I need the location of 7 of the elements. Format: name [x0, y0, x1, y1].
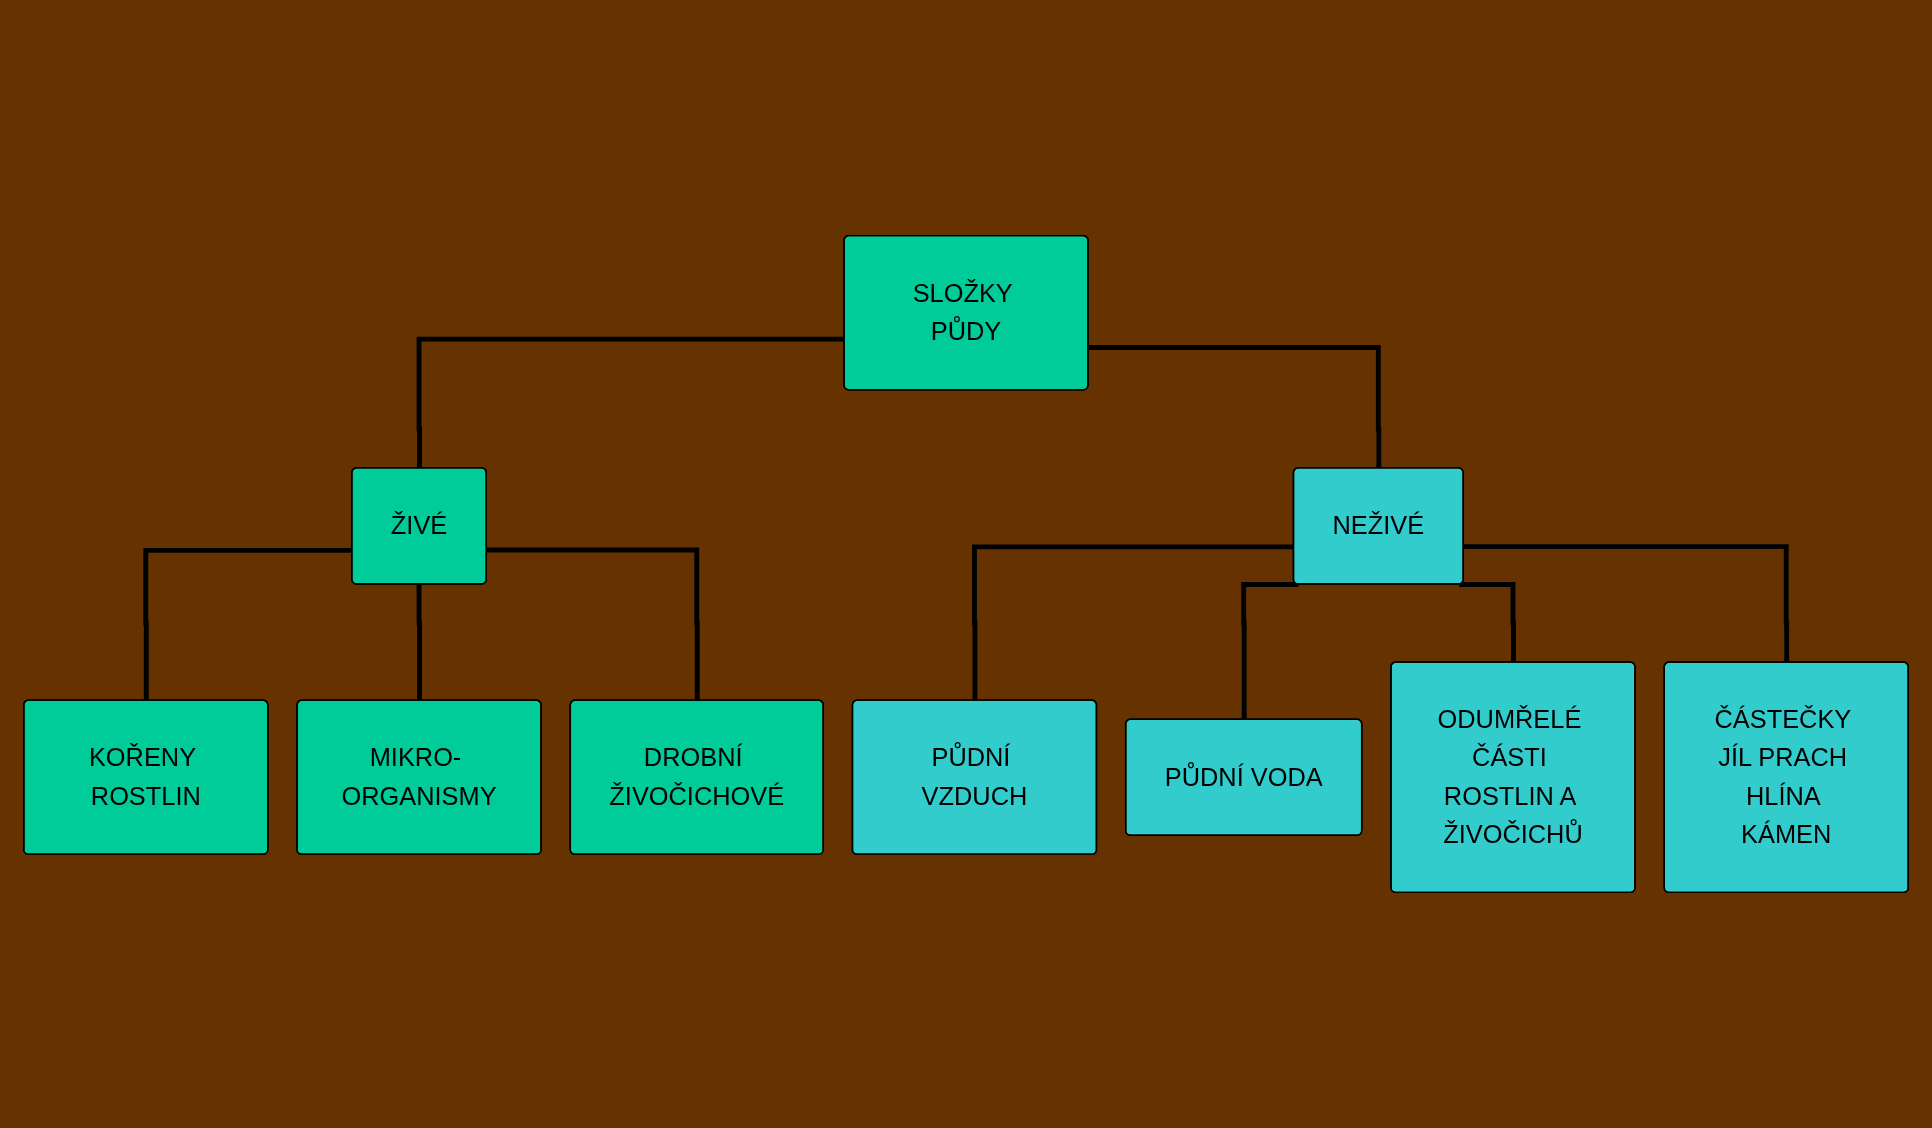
connector: [1463, 544, 1790, 663]
connector: [1241, 582, 1299, 720]
connector: [1088, 345, 1382, 469]
connector: [416, 336, 845, 469]
connector: [1459, 582, 1516, 663]
connector: [486, 547, 700, 701]
connector: [972, 544, 1294, 701]
